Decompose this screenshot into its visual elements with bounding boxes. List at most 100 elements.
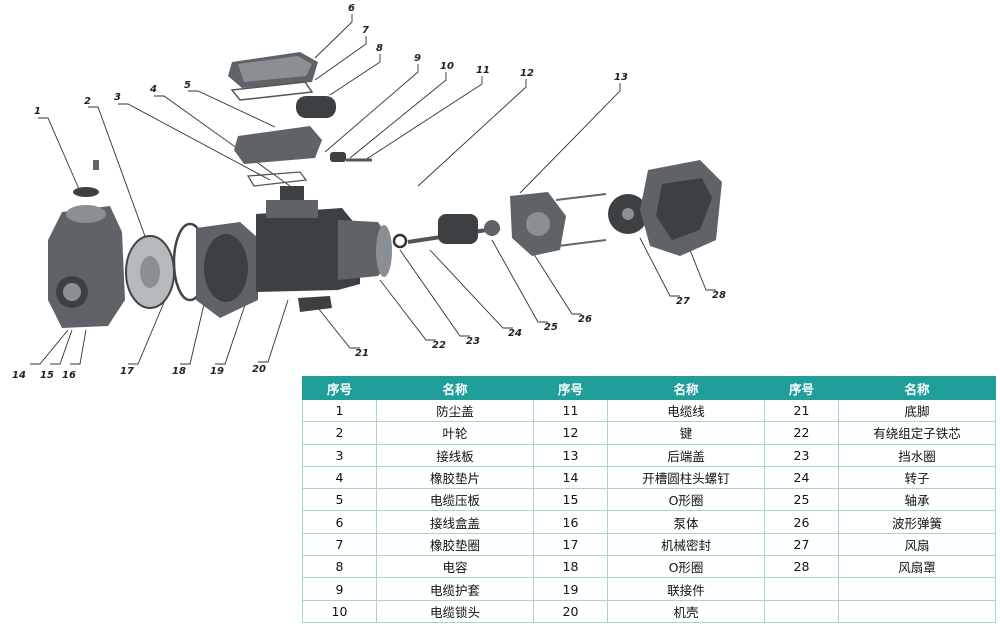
cell-seq: 10 [302,599,377,623]
cell-seq: 3 [302,443,377,467]
cell-name: 接线盒盖 [376,510,534,534]
cell-seq: 17 [533,532,608,557]
callout-label: 16 [62,370,76,381]
cell-seq: 9 [302,577,377,601]
cell-seq: 22 [764,421,839,445]
cell-name: 电缆护套 [376,577,534,601]
cell-name: 开槽圆柱头螺钉 [607,465,765,490]
cell-name: 键 [607,421,765,445]
cell-name: 波形弹簧 [838,510,996,534]
col-header-name: 名称 [838,376,996,400]
callout-label: 22 [432,340,446,351]
callout-label: 24 [508,328,522,339]
cell-name: 电缆锁头 [376,599,534,623]
col-header-name: 名称 [376,376,534,400]
col-header-seq: 序号 [764,376,839,400]
callout-label: 13 [614,72,628,83]
cell-seq [764,599,839,623]
cell-seq: 2 [302,421,377,445]
cell-seq: 27 [764,532,839,557]
callout-label: 28 [712,290,726,301]
callout-label: 9 [414,53,421,64]
cell-seq: 18 [533,555,608,579]
cell-name: 叶轮 [376,421,534,445]
cell-seq: 6 [302,510,377,534]
cell-seq [764,577,839,601]
callout-label: 1 [34,106,41,117]
callout-label: 7 [362,25,369,36]
callout-labels: 1 2 3 4 5 6 7 8 9 10 11 12 13 14 15 16 1… [12,3,726,381]
callout-label: 20 [252,364,266,375]
callout-label: 11 [476,65,490,76]
callout-label: 10 [440,61,454,72]
cell-name: 底脚 [838,398,996,423]
cell-name: 防尘盖 [376,398,534,423]
cell-name: 风扇 [838,532,996,557]
cell-name: 接线板 [376,443,534,467]
cell-name: 橡胶垫片 [376,465,534,490]
callout-label: 23 [466,336,480,347]
callout-label: 5 [184,80,191,91]
cell-seq: 19 [533,577,608,601]
cell-seq: 5 [302,488,377,512]
cell-seq: 21 [764,398,839,423]
col-header-name: 名称 [607,376,765,400]
callout-label: 25 [544,322,558,333]
callout-label: 8 [376,43,383,54]
leader-lines [30,14,716,365]
callout-label: 4 [149,84,157,95]
cell-name: 电缆压板 [376,488,534,512]
callout-label: 18 [172,366,186,377]
cell-seq: 4 [302,465,377,490]
cell-name: 风扇罩 [838,555,996,579]
callout-label: 17 [120,366,134,377]
cell-name [838,599,996,623]
callout-label: 26 [578,314,592,325]
cell-name: 挡水圈 [838,443,996,467]
col-header-seq: 序号 [533,376,608,400]
cell-name: O形圈 [607,488,765,512]
cell-name: 电容 [376,555,534,579]
callout-label: 21 [355,348,369,359]
cell-seq: 11 [533,398,608,423]
cell-seq: 26 [764,510,839,534]
cell-name: 后端盖 [607,443,765,467]
cell-name: 电缆线 [607,398,765,423]
cell-seq: 15 [533,488,608,512]
cell-seq: 25 [764,488,839,512]
cell-seq: 7 [302,532,377,557]
cell-seq: 1 [302,398,377,423]
cell-name: 联接件 [607,577,765,601]
callout-label: 6 [348,3,355,14]
pump-parts [48,52,722,328]
cell-seq: 14 [533,465,608,490]
cell-seq: 28 [764,555,839,579]
cell-seq: 24 [764,465,839,490]
cell-seq: 13 [533,443,608,467]
callout-label: 15 [40,370,54,381]
cell-name: 轴承 [838,488,996,512]
cell-name: 有绕组定子铁芯 [838,421,996,445]
callout-label: 14 [12,370,26,381]
cell-name: O形圈 [607,555,765,579]
callout-label: 3 [114,92,121,103]
cell-name: 泵体 [607,510,765,534]
callout-label: 12 [520,68,534,79]
cell-seq: 8 [302,555,377,579]
cell-seq: 20 [533,599,608,623]
col-header-seq: 序号 [302,376,377,400]
cell-name [838,577,996,601]
cell-name: 机械密封 [607,532,765,557]
